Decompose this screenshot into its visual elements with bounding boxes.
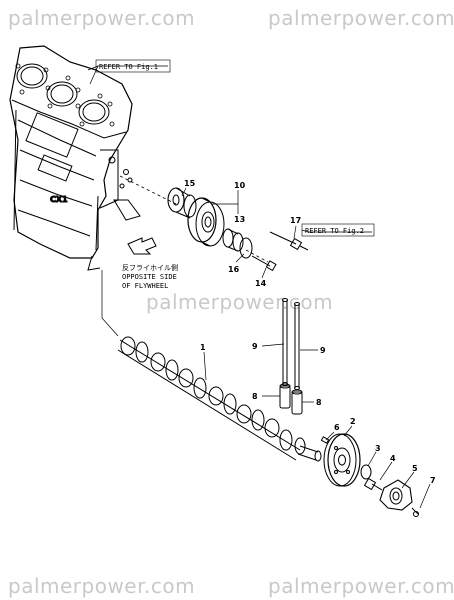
idler-gear <box>187 197 225 247</box>
note-side-jp: 反フライホイル側 <box>122 263 178 272</box>
push-rods <box>282 298 300 390</box>
callout-10: 10 <box>234 181 246 190</box>
callout-8a: 8 <box>252 392 258 401</box>
note-side-en-1: OPPOSITE SIDE <box>122 273 177 281</box>
key <box>320 436 330 444</box>
callout-13: 13 <box>234 215 245 224</box>
watermark-bottom-right: palmerpower.com <box>268 574 454 598</box>
callout-15: 15 <box>184 179 196 188</box>
watermark-top-right: palmerpower.com <box>268 6 454 30</box>
thrust-washer <box>239 237 253 259</box>
callout-9b: 9 <box>320 346 326 355</box>
bushing <box>222 228 244 252</box>
note-refer-fig1: REFER TO Fig.1 <box>99 63 158 71</box>
callout-4: 4 <box>390 454 396 463</box>
callout-5: 5 <box>412 464 418 473</box>
callout-16: 16 <box>228 265 240 274</box>
watermark-bottom-left: palmerpower.com <box>8 574 196 598</box>
thrust-housing <box>379 479 413 511</box>
callout-14: 14 <box>255 279 267 288</box>
callout-17: 17 <box>290 216 301 225</box>
callout-6: 6 <box>334 423 340 432</box>
idler-bolt <box>251 255 277 272</box>
idler-shaft <box>167 187 197 219</box>
tappets <box>279 383 303 415</box>
bolt <box>363 477 383 491</box>
block-mark: CX1 <box>50 195 68 204</box>
callout-3: 3 <box>375 444 381 453</box>
screw <box>411 507 419 517</box>
watermark-middle: palmerpower.com <box>146 290 334 314</box>
washer <box>360 464 372 480</box>
leader-block-to-camshaft <box>101 270 119 337</box>
timing-gear <box>323 433 361 487</box>
callout-9a: 9 <box>252 342 258 351</box>
leader-lines <box>87 65 431 509</box>
callout-8b: 8 <box>316 398 322 407</box>
oil-nozzle <box>269 231 309 251</box>
note-refer-fig2: REFER TO Fig.2 <box>305 227 364 235</box>
direction-arrow <box>127 237 157 255</box>
watermark-top-left: palmerpower.com <box>8 6 196 30</box>
callout-2: 2 <box>350 417 356 426</box>
callout-7: 7 <box>430 476 436 485</box>
camshaft <box>117 336 322 462</box>
note-side-en-2: OF FLYWHEEL <box>122 282 168 290</box>
cylinder-block <box>9 45 141 271</box>
callout-1: 1 <box>200 343 206 352</box>
